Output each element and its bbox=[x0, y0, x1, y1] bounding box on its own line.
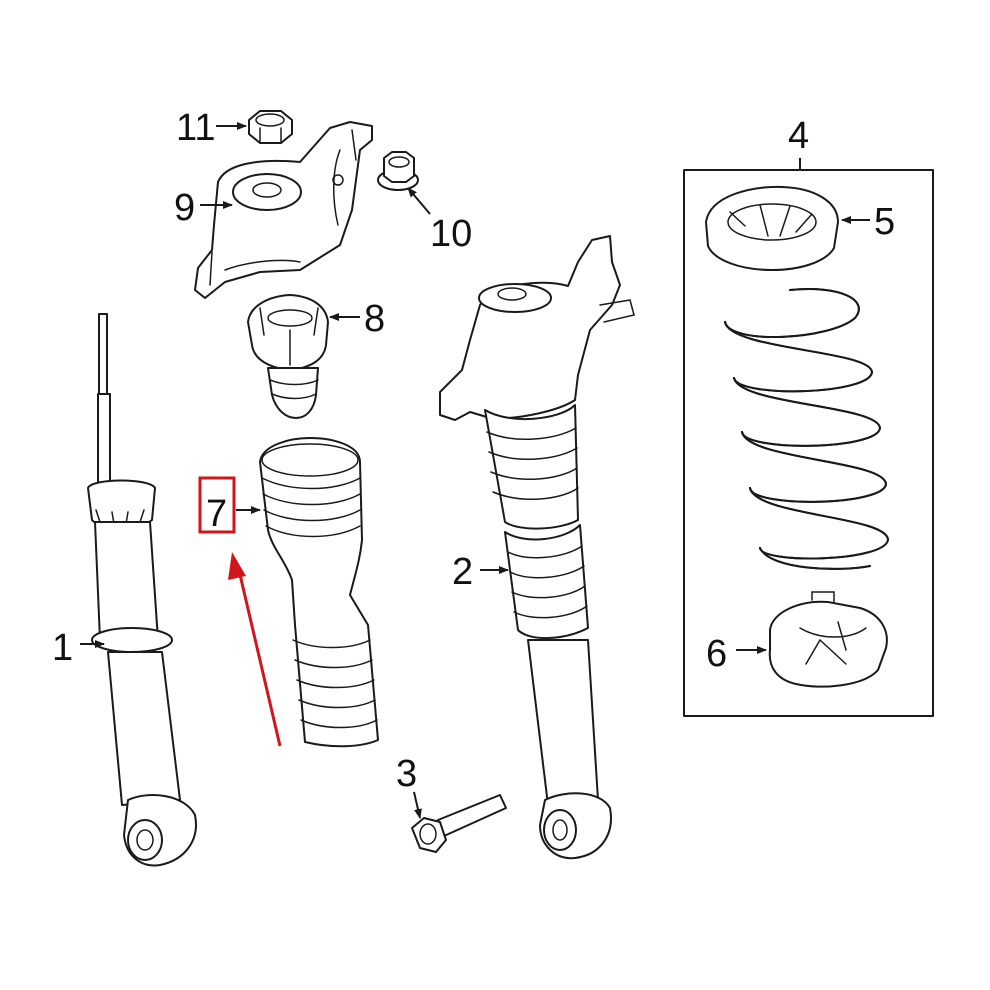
callout-4: 4 bbox=[788, 115, 809, 157]
callout-1: 1 bbox=[52, 627, 73, 669]
callout-2: 2 bbox=[452, 551, 473, 593]
callout-8: 8 bbox=[364, 298, 385, 340]
callout-7: 7 bbox=[206, 493, 227, 535]
part-1-shock-absorber bbox=[87, 313, 197, 867]
callout-9: 9 bbox=[174, 187, 195, 229]
part-7-dust-boot bbox=[259, 437, 379, 748]
highlight-arrow bbox=[236, 565, 282, 747]
part-10-flange-nut bbox=[377, 151, 419, 191]
part-2-strut-assembly bbox=[439, 235, 635, 860]
part-4-group-box bbox=[683, 169, 934, 717]
part-3-bolt bbox=[411, 794, 507, 853]
part-9-upper-mount-bracket bbox=[194, 121, 373, 299]
callout-11: 11 bbox=[176, 107, 215, 149]
highlight-box bbox=[198, 476, 236, 534]
highlight-arrow-head bbox=[228, 552, 246, 580]
part-8-bump-stop bbox=[247, 294, 329, 419]
callout-10: 10 bbox=[430, 213, 472, 255]
part-6-lower-spring-seat bbox=[768, 591, 888, 688]
part-5-upper-spring-seat bbox=[705, 185, 839, 271]
callout-3: 3 bbox=[396, 753, 417, 795]
part-11-nut bbox=[248, 110, 293, 144]
leader-lines bbox=[80, 122, 870, 819]
callout-5: 5 bbox=[874, 201, 895, 243]
part-4-coil-spring bbox=[724, 288, 889, 570]
callout-6: 6 bbox=[706, 633, 727, 675]
highlight-annotation bbox=[198, 476, 282, 747]
